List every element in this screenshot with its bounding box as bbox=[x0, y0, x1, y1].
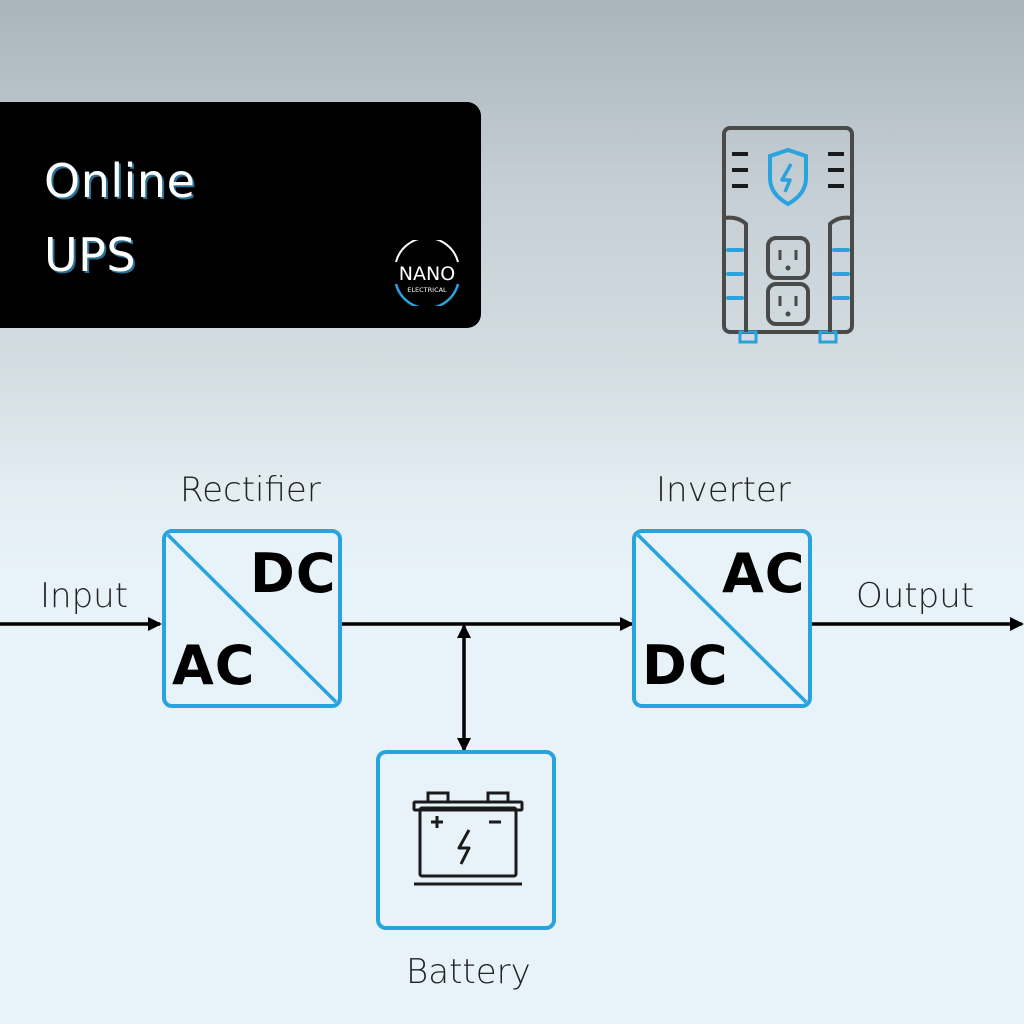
rectifier-label: Rectifier bbox=[180, 470, 321, 510]
inverter-bottom-text: DC bbox=[642, 634, 729, 697]
battery-icon bbox=[412, 791, 524, 886]
logo-text: NANO bbox=[399, 263, 455, 285]
page-title-line-2: UPS bbox=[44, 228, 137, 282]
input-label: Input bbox=[40, 576, 129, 616]
battery-box bbox=[376, 750, 556, 930]
battery-label: Battery bbox=[406, 952, 531, 992]
inverter-label: Inverter bbox=[656, 470, 791, 510]
output-label: Output bbox=[856, 576, 975, 616]
rectifier-top-text: DC bbox=[250, 542, 337, 605]
inverter-diagonal bbox=[636, 533, 808, 704]
inverter-top-text: AC bbox=[722, 542, 806, 605]
nano-electrical-logo: NANO ELECTRICAL bbox=[394, 240, 460, 306]
rectifier-diagonal bbox=[166, 533, 338, 704]
rectifier-bottom-text: AC bbox=[172, 634, 256, 697]
page-title-line-1: Online bbox=[44, 154, 196, 208]
logo-subtext: ELECTRICAL bbox=[407, 286, 447, 294]
title-card bbox=[0, 102, 481, 328]
ups-device-icon bbox=[722, 126, 854, 344]
